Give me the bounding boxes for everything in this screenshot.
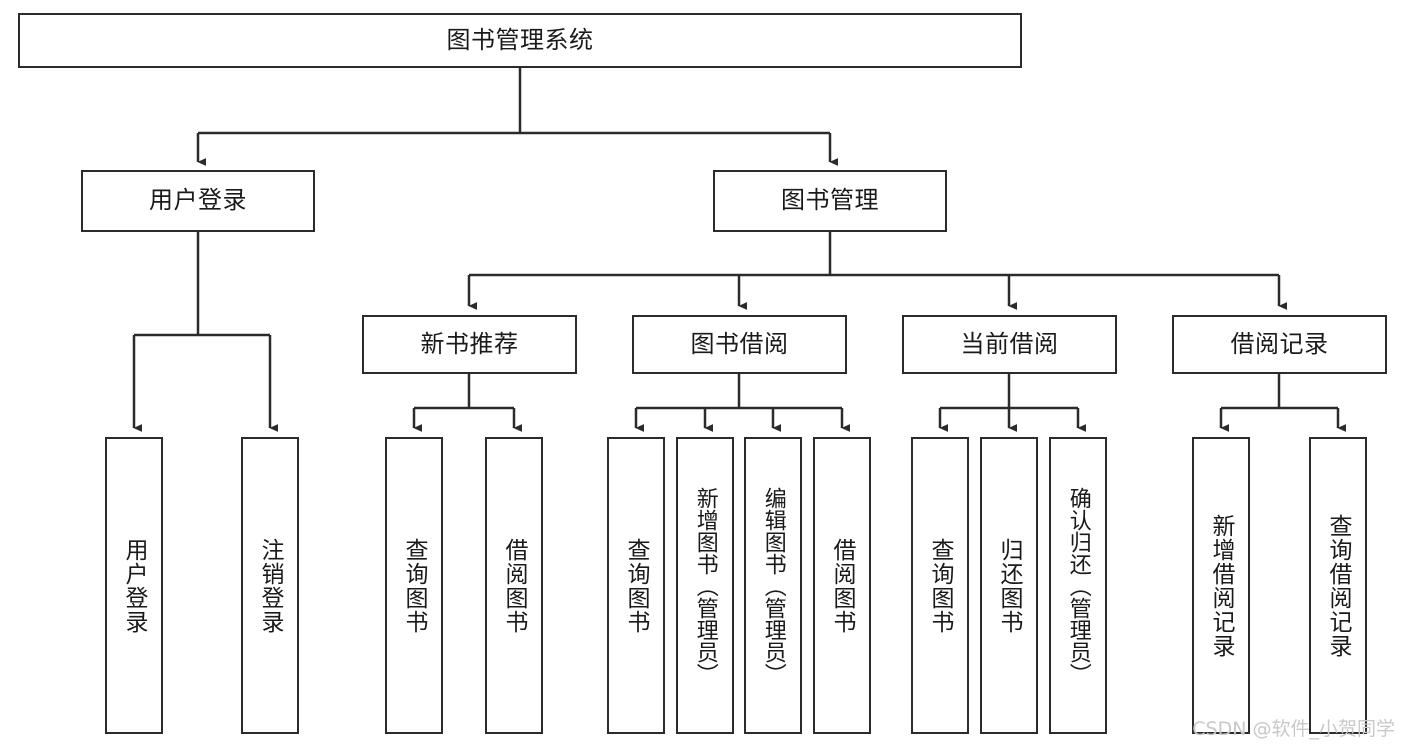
node-label: 图书借阅	[690, 329, 789, 358]
leaf-borrow-book[interactable]: 借阅图书	[813, 437, 871, 734]
node-borrow-record[interactable]: 借阅记录	[1172, 315, 1387, 374]
leaf-label: 查询图书	[927, 537, 954, 634]
leaf-label: 查询图书	[623, 537, 650, 634]
node-label: 新书推荐	[420, 329, 519, 358]
node-label: 当前借阅	[960, 329, 1059, 358]
leaf-label: 注销登录	[257, 537, 284, 634]
leaf-label: 借阅图书	[501, 537, 528, 634]
leaf-label: 用户登录	[121, 537, 148, 634]
leaf-label: 查询借阅记录	[1325, 513, 1352, 658]
leaf-query-book-current[interactable]: 查询图书	[911, 437, 969, 734]
leaf-query-book-borrow[interactable]: 查询图书	[607, 437, 665, 734]
leaf-label: 查询图书	[401, 537, 428, 634]
leaf-edit-book-admin[interactable]: 编辑图书（管理员）	[744, 437, 802, 734]
leaf-label: 借阅图书	[829, 537, 856, 634]
leaf-logout[interactable]: 注销登录	[241, 437, 299, 734]
leaf-return-book[interactable]: 归还图书	[980, 437, 1038, 734]
node-book-borrow[interactable]: 图书借阅	[632, 315, 847, 374]
leaf-borrow-book-recommend[interactable]: 借阅图书	[485, 437, 543, 734]
leaf-confirm-return-admin[interactable]: 确认归还（管理员）	[1049, 437, 1107, 734]
leaf-add-book-admin[interactable]: 新增图书（管理员）	[676, 437, 734, 734]
node-current-borrow[interactable]: 当前借阅	[902, 315, 1117, 374]
leaf-query-borrow-record[interactable]: 查询借阅记录	[1309, 437, 1367, 734]
node-user-login[interactable]: 用户登录	[81, 170, 315, 232]
leaf-label: 归还图书	[996, 537, 1023, 634]
node-root-book-management-system[interactable]: 图书管理系统	[18, 13, 1022, 68]
leaf-user-login[interactable]: 用户登录	[105, 437, 163, 734]
node-label: 用户登录	[149, 186, 247, 215]
leaf-label: 编辑图书（管理员）	[760, 486, 786, 685]
node-label: 图书管理系统	[446, 25, 594, 54]
node-label: 借阅记录	[1230, 329, 1329, 358]
leaf-label: 确认归还（管理员）	[1065, 486, 1091, 685]
node-label: 图书管理	[781, 186, 879, 215]
leaf-query-book-recommend[interactable]: 查询图书	[385, 437, 443, 734]
leaf-label: 新增图书（管理员）	[692, 486, 718, 685]
node-book-management[interactable]: 图书管理	[713, 170, 947, 232]
node-new-book-recommend[interactable]: 新书推荐	[362, 315, 577, 374]
leaf-label: 新增借阅记录	[1208, 513, 1235, 658]
leaf-add-borrow-record[interactable]: 新增借阅记录	[1192, 437, 1250, 734]
